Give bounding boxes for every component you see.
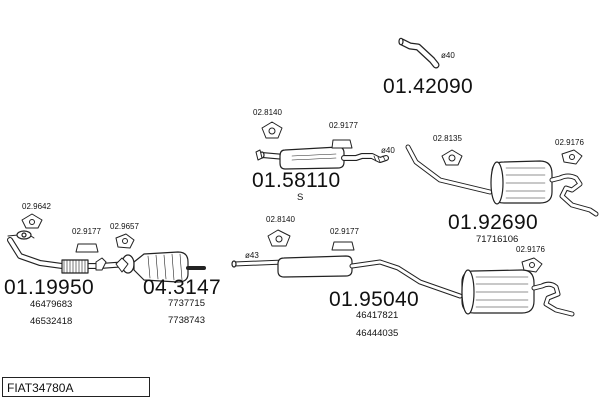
- kit-title-box: FIAT34780A: [2, 377, 150, 397]
- oem-number-front-pipe-2: 46532418: [30, 316, 73, 327]
- gasket-icons: [21, 121, 583, 273]
- accessory-code: 02.8140: [253, 108, 282, 117]
- accessory-code: 02.9642: [22, 202, 51, 211]
- oem-number-catalyst-1: 7737715: [168, 298, 205, 309]
- diameter-label: ø40: [441, 51, 455, 60]
- oem-number-intermediate-1: 46417821: [356, 310, 399, 321]
- part-number-rear-silencer: 01.92690: [448, 211, 538, 234]
- middle-silencer: [259, 146, 389, 170]
- accessory-code: 02.9176: [555, 138, 584, 147]
- oem-number-intermediate-2: 46444035: [356, 328, 399, 339]
- accessory-code: 02.9177: [330, 227, 359, 236]
- rear-silencer-lower: [461, 269, 575, 317]
- diameter-label: ø40: [381, 146, 395, 155]
- oem-number-front-pipe-1: 46479683: [30, 299, 73, 310]
- part-number-middle-silencer: 01.58110: [252, 169, 341, 192]
- intermediate-pipe: [231, 255, 463, 299]
- oem-number-catalyst-2: 7738743: [168, 315, 205, 326]
- part-number-intermediate: 01.95040: [329, 288, 419, 311]
- diameter-label: ø43: [245, 251, 259, 260]
- part-note-middle-silencer: S: [297, 192, 304, 203]
- part-number-catalyst: 04.3147: [143, 276, 222, 299]
- accessory-code: 02.9657: [110, 222, 139, 231]
- accessory-code: 02.8140: [266, 215, 295, 224]
- oem-number-rear-silencer: 71716106: [476, 234, 519, 245]
- accessory-code: 02.9176: [516, 245, 545, 254]
- accessory-code: 02.9177: [72, 227, 101, 236]
- part-number-front-pipe: 01.19950: [4, 276, 94, 299]
- rear-silencer-upper: [405, 144, 599, 217]
- accessory-code: 02.8135: [433, 134, 462, 143]
- accessory-code: 02.9177: [329, 121, 358, 130]
- front-pipe: [7, 230, 131, 274]
- part-number-tailpipe: 01.42090: [383, 75, 473, 98]
- tailpipe-top: [398, 37, 440, 69]
- kit-title: FIAT34780A: [7, 381, 74, 395]
